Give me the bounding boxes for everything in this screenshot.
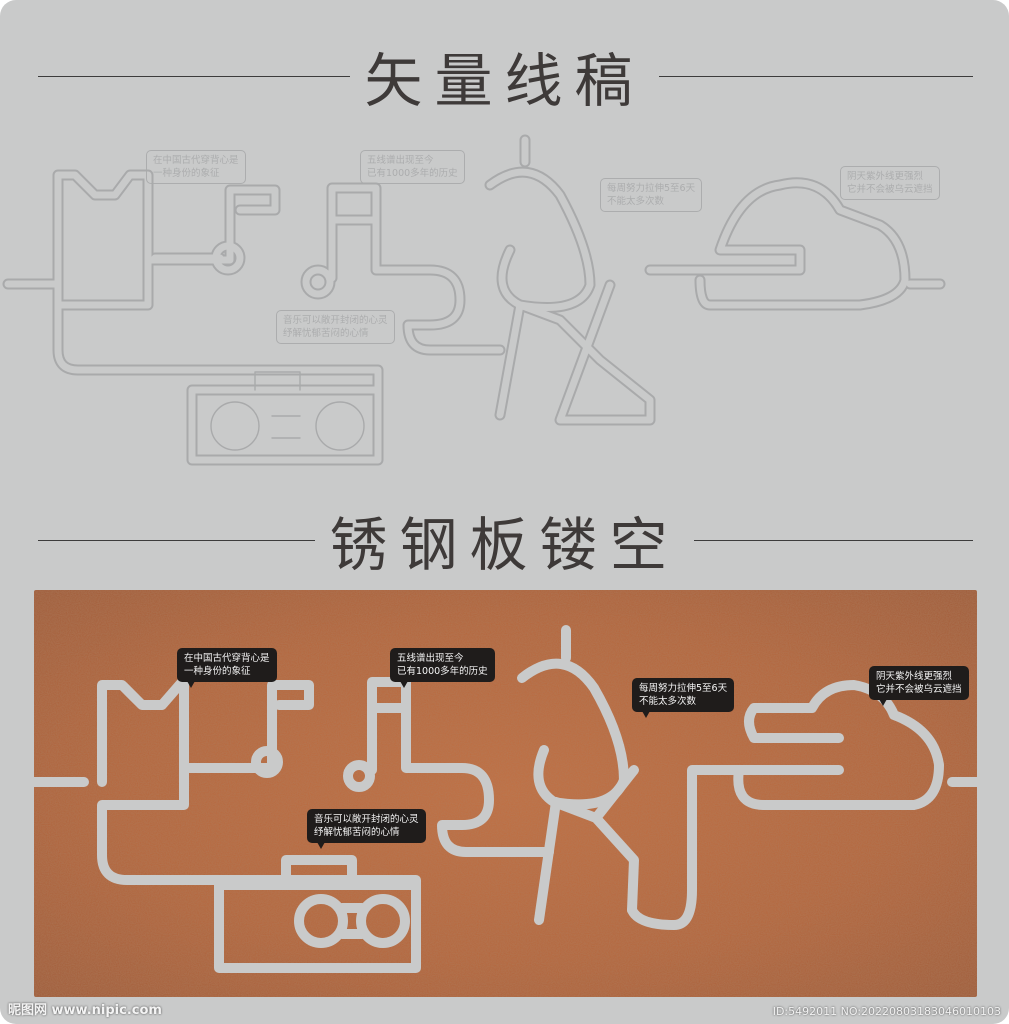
sketch-caption-music: 音乐可以敞开封闭的心灵 纾解忧郁苦闷的心情: [276, 310, 395, 344]
caption-music: 音乐可以敞开封闭的心灵 纾解忧郁苦闷的心情: [307, 809, 426, 849]
caption-vest: 在中国古代穿背心是 一种身份的象征: [177, 648, 277, 688]
watermark-id: ID:5492011 NO:20220803183046010103: [772, 1005, 1001, 1018]
sketch-caption-staff: 五线谱出现至今 已有1000多年的历史: [360, 150, 465, 184]
vector-line-drawing: [2, 134, 946, 466]
watermark-site: 昵图网 www.nipic.com: [8, 1003, 162, 1018]
section-title-vector: 矢量线稿: [0, 34, 1009, 118]
sketch-caption-stretch: 每周努力拉伸5至6天 不能太多次数: [600, 178, 703, 212]
caption-stretch: 每周努力拉伸5至6天 不能太多次数: [632, 678, 735, 718]
section-title-rust-steel: 锈钢板镂空: [0, 498, 1009, 582]
sketch-caption-vest: 在中国古代穿背心是 一种身份的象征: [146, 150, 246, 184]
rust-steel-panel: 在中国古代穿背心是 一种身份的象征 五线谱出现至今 已有1000多年的历史 音乐…: [34, 590, 977, 997]
caption-cloud: 阴天紫外线更强烈 它并不会被乌云遮挡: [869, 666, 969, 706]
rust-texture: [34, 590, 977, 997]
sketch-caption-cloud: 阴天紫外线更强烈 它并不会被乌云遮挡: [840, 166, 940, 200]
cutout-line-art: [34, 625, 977, 973]
caption-staff: 五线谱出现至今 已有1000多年的历史: [390, 648, 495, 688]
title-vector-text: 矢量线稿: [350, 34, 659, 118]
title-rust-steel-text: 锈钢板镂空: [315, 498, 694, 582]
